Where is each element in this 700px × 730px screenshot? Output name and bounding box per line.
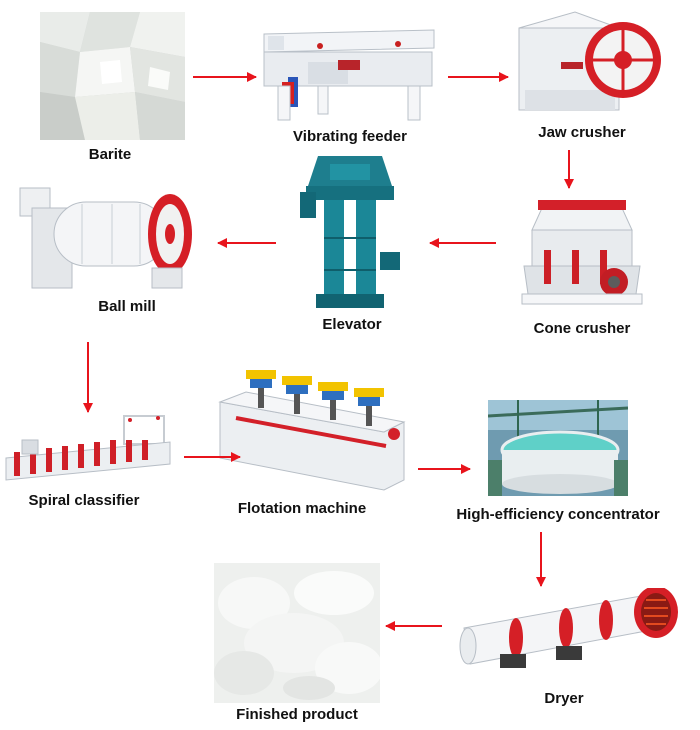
- ball-mill-node: [12, 184, 202, 294]
- concentrator-node: [487, 400, 629, 496]
- node-label-finished-product: Finished product: [236, 706, 358, 723]
- node-label-jaw-crusher: Jaw crusher: [538, 124, 626, 141]
- jaw-crusher-image: [518, 11, 661, 111]
- vibrating-feeder-node: [258, 22, 440, 122]
- barite-node: [40, 12, 185, 140]
- finished-product-node: [214, 563, 383, 703]
- node-label-vibrating-feeder: Vibrating feeder: [293, 128, 407, 145]
- spiral-classifier-image: [5, 415, 171, 481]
- cone-crusher-node: [514, 190, 650, 310]
- jaw-crusher-node: [515, 8, 665, 120]
- node-label-ball-mill: Ball mill: [98, 298, 156, 315]
- node-label-spiral-classifier: Spiral classifier: [28, 492, 140, 509]
- node-label-dryer: Dryer: [544, 690, 584, 707]
- node-label-concentrator: High-efficiency concentrator: [456, 506, 660, 523]
- node-label-flotation-machine: Flotation machine: [237, 500, 367, 517]
- vibrating-feeder-image: [263, 29, 435, 121]
- flotation-machine-image: [218, 370, 406, 491]
- concentrator-image: [487, 400, 629, 496]
- dryer-node: [456, 586, 684, 678]
- spiral-classifier-node: [2, 412, 174, 486]
- elevator-node: [296, 152, 404, 310]
- ball-mill-image: [19, 187, 192, 289]
- flotation-machine-node: [216, 362, 412, 492]
- node-label-barite: Barite: [88, 146, 132, 163]
- finished-product-image: [214, 563, 383, 703]
- cone-crusher-image: [521, 200, 643, 305]
- dryer-image: [459, 586, 678, 668]
- node-label-elevator: Elevator: [322, 316, 382, 333]
- elevator-image: [300, 156, 400, 308]
- node-label-cone-crusher: Cone crusher: [533, 320, 631, 337]
- barite-image: [40, 12, 185, 140]
